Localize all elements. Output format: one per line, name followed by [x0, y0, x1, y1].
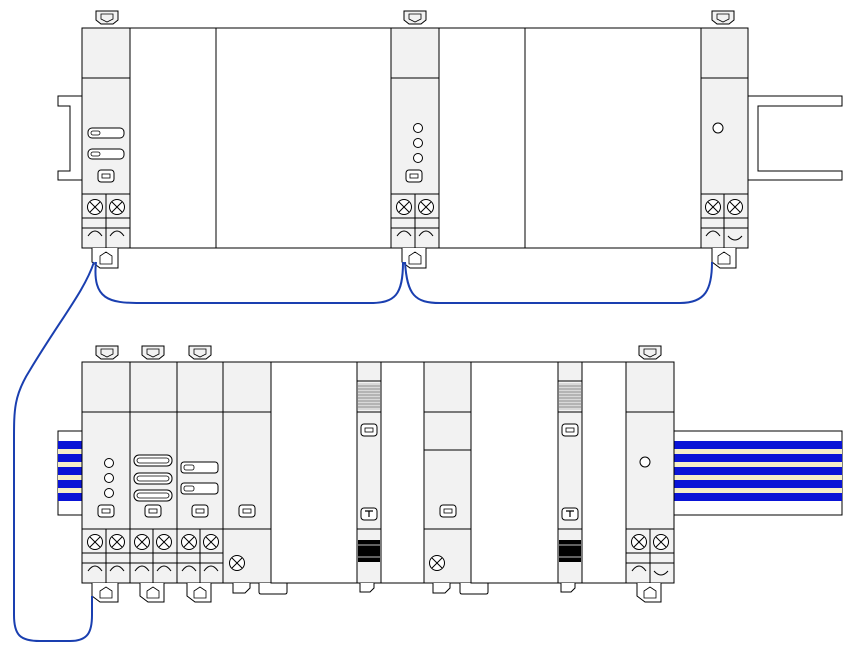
ribbed-grip: [559, 383, 581, 410]
indicator-slot: [133, 489, 173, 502]
label-window: [561, 423, 579, 437]
label-window: [144, 504, 162, 518]
status-led: [413, 153, 423, 163]
top-blank-panel: [129, 27, 217, 249]
bottom-blank-panel: [581, 361, 627, 584]
bottom-clip: [636, 583, 662, 603]
bottom-clip: [186, 583, 212, 603]
bottom-clip: [711, 248, 737, 269]
bottom-blank-panel: [470, 361, 559, 584]
screw-terminal: [727, 199, 743, 215]
tab-notch: [100, 13, 114, 23]
indicator-slot: [87, 127, 125, 139]
bottom-foot: [459, 583, 489, 595]
screw-terminal: [156, 534, 172, 550]
screw-terminal: [705, 199, 721, 215]
label-window: [360, 423, 378, 437]
bottom-blank-panel: [270, 361, 358, 584]
screw-terminal: [418, 199, 434, 215]
status-led: [104, 488, 114, 498]
bottom-clip: [139, 583, 165, 603]
screw-terminal: [396, 199, 412, 215]
label-window: [97, 169, 115, 183]
screw-terminal: [109, 534, 125, 550]
module-body: [423, 361, 472, 584]
plug-connector: [358, 540, 380, 562]
screw-terminal: [229, 555, 245, 571]
status-led: [712, 122, 724, 134]
indicator-slot: [180, 461, 219, 474]
ribbed-grip: [358, 383, 380, 410]
top-controller-module-2: [390, 10, 440, 269]
status-led: [413, 123, 423, 133]
bottom-clip: [432, 583, 451, 594]
label-window: [191, 504, 209, 518]
bottom-io-module-5: [423, 361, 489, 595]
bottom-clip: [91, 583, 119, 603]
label-window: [439, 504, 457, 518]
screw-terminal: [87, 199, 103, 215]
top-blank-panel: [215, 27, 392, 249]
top-rail-right-stub: [747, 95, 843, 181]
bottom-blank-panel: [380, 361, 425, 584]
top-blank-panel: [524, 27, 702, 249]
screw-terminal: [203, 534, 219, 550]
bottom-clip: [359, 583, 375, 593]
bottom-clip: [401, 248, 427, 269]
bottom-io-module-3: [176, 345, 224, 603]
bus-cable: [404, 261, 713, 304]
label-window: [405, 169, 423, 183]
plug-connector: [559, 540, 581, 562]
bottom-clip: [232, 583, 251, 594]
screw-terminal: [631, 534, 647, 550]
status-led: [104, 458, 114, 468]
module-body: [222, 361, 272, 584]
screw-terminal: [134, 534, 150, 550]
bottom-io-module-1: [81, 345, 131, 603]
bus-cables: [13, 261, 713, 642]
screw-terminal: [653, 534, 669, 550]
top-blank-panel: [438, 27, 526, 249]
bottom-end-module: [625, 345, 675, 603]
indicator-slot: [133, 472, 173, 485]
bottom-connector-module-1: [356, 361, 382, 593]
bottom-io-module-4: [222, 361, 288, 595]
status-led: [104, 473, 114, 483]
screw-terminal: [181, 534, 197, 550]
top-controller-module-1: [81, 10, 131, 269]
bottom-clip: [560, 583, 576, 593]
indicator-slot: [133, 454, 173, 467]
bottom-foot: [258, 583, 288, 595]
status-led: [639, 456, 651, 468]
bus-cable: [94, 261, 404, 304]
indicator-slot: [87, 148, 125, 160]
bus-cable: [13, 261, 95, 642]
status-led: [413, 138, 423, 148]
top-rail-left-stub: [57, 95, 83, 181]
top-end-module: [700, 10, 749, 269]
bottom-connector-module-2: [557, 361, 583, 593]
screw-terminal: [429, 555, 445, 571]
bottom-io-module-2: [129, 345, 178, 603]
label-window: [238, 504, 256, 518]
indicator-slot: [180, 482, 219, 495]
bottom-busbar-rail: [57, 430, 843, 516]
screw-terminal: [109, 199, 125, 215]
label-window: [97, 504, 115, 518]
bottom-clip: [91, 248, 119, 269]
screw-terminal: [87, 534, 103, 550]
